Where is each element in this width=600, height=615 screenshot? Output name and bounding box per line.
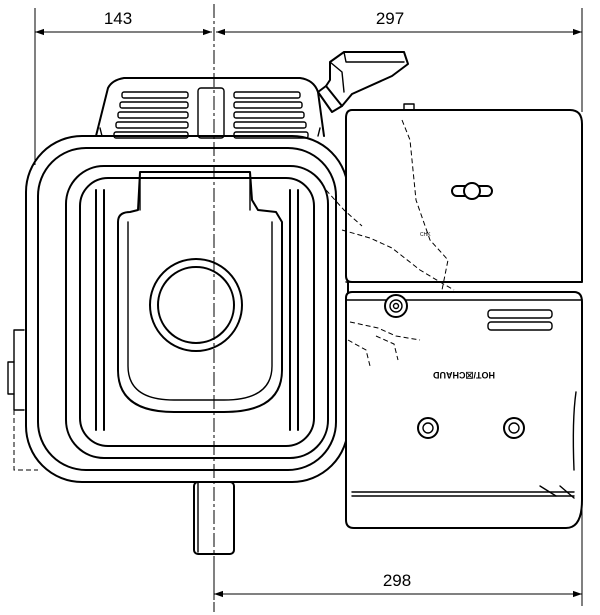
fitting-outer-icon [384, 294, 408, 318]
mount-bolt-right [503, 417, 525, 439]
mount-bolt-left [417, 417, 439, 439]
left-side-bracket [7, 329, 38, 471]
left-width-label: 143 [104, 9, 132, 28]
small-part-label: CHK [420, 232, 431, 238]
vent-slot-1 [487, 309, 553, 319]
left-grille [113, 91, 189, 139]
vent-slot-2 [487, 321, 553, 331]
lever-knob-icon [463, 182, 481, 200]
cover-center-panel [117, 171, 283, 413]
hot-warning-label: HOT/☒CHAUD [432, 370, 495, 380]
cover-frame-inner [79, 177, 315, 447]
right-upper-housing: CHK [325, 103, 583, 301]
right-rail [289, 189, 299, 431]
shroud-outline [95, 77, 325, 137]
crank-hub-inner [157, 266, 235, 344]
cover-frame-outer [65, 165, 329, 459]
dimension-lines: 143 297 298 [34, 8, 583, 606]
fuel-cap-handle [317, 51, 409, 113]
shroud-top [95, 77, 325, 139]
lower-cover [345, 291, 583, 529]
right-grille [233, 91, 309, 139]
throttle-lever [451, 182, 493, 200]
right-width-top-label: 297 [376, 9, 404, 28]
left-rail [95, 189, 105, 431]
grille-center-bar [197, 87, 225, 139]
body-outer-outline [25, 135, 349, 483]
body-inner-outline [37, 147, 337, 471]
right-lower-panel: HOT/☒CHAUD [345, 291, 583, 529]
crank-hub-outer [149, 258, 243, 352]
right-width-bottom-label: 298 [383, 571, 411, 590]
engine-body [25, 135, 349, 555]
